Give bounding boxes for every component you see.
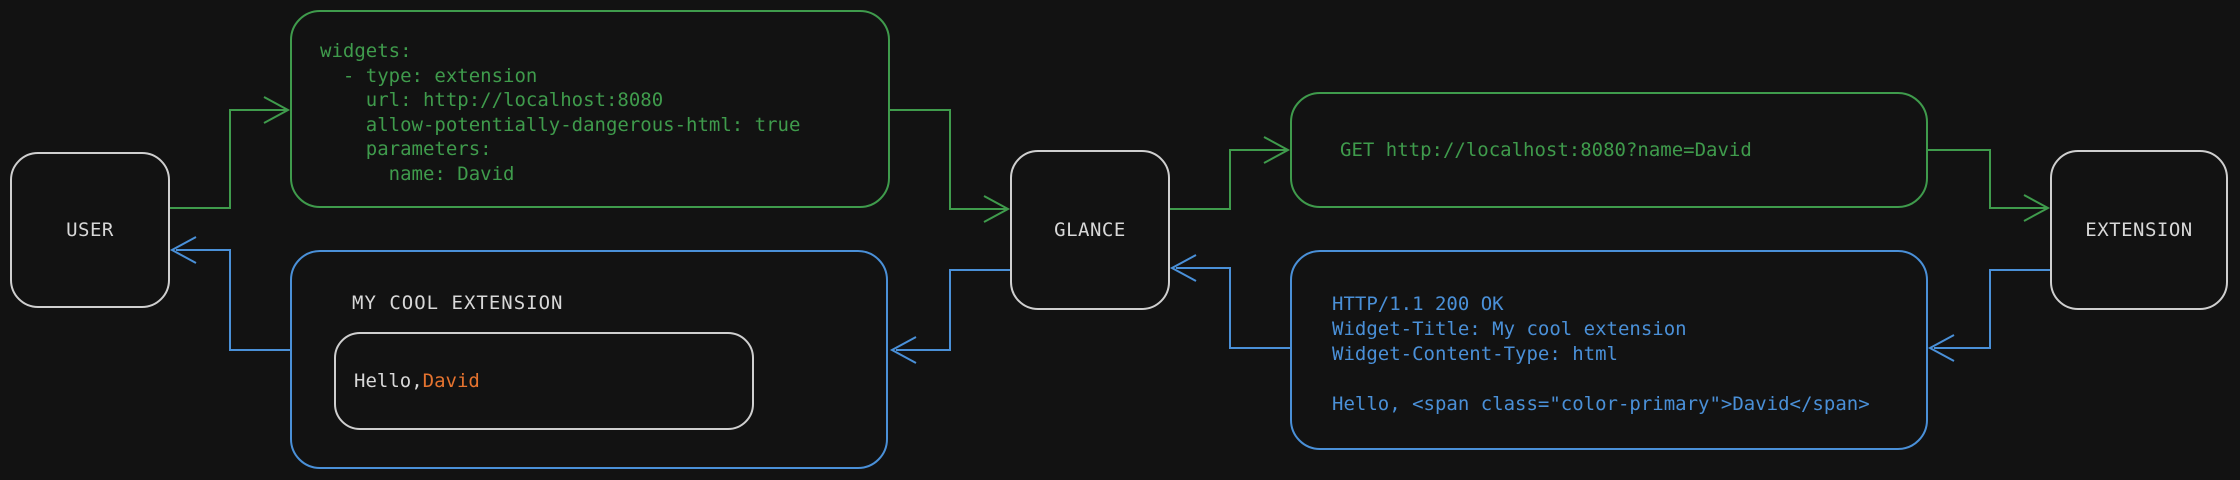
extension-node: EXTENSION [2050, 150, 2228, 310]
arrowhead-right-icon [263, 96, 291, 124]
user-node-label: USER [66, 219, 114, 241]
arrowhead-left-icon [169, 236, 197, 264]
http-request-line: GET http://localhost:8080?name=David [1340, 139, 1752, 161]
http-response-box: HTTP/1.1 200 OK Widget-Title: My cool ex… [1290, 250, 1928, 450]
widget-title: MY COOL EXTENSION [352, 292, 564, 314]
arrowhead-left-icon [1169, 254, 1197, 282]
http-request-box: GET http://localhost:8080?name=David [1290, 92, 1928, 208]
yaml-config-code: widgets: - type: extension url: http://l… [320, 40, 801, 185]
arrowhead-right-icon [2023, 194, 2051, 222]
widget-to-user-connector [169, 236, 290, 351]
arrowhead-left-icon [1927, 334, 1955, 362]
glance-node-label: GLANCE [1054, 219, 1126, 241]
glance-node: GLANCE [1010, 150, 1170, 310]
arrowhead-right-icon [983, 195, 1011, 223]
glance-to-widget-connector [889, 269, 1010, 364]
extension-to-response-connector [1927, 269, 2050, 362]
user-node: USER [10, 152, 170, 308]
arrowhead-right-icon [1263, 136, 1291, 164]
response-to-glance-connector [1169, 254, 1290, 349]
widget-render-box: MY COOL EXTENSION Hello, David [290, 250, 888, 469]
request-to-extension-connector [1928, 149, 2051, 222]
greeting-prefix: Hello, [354, 370, 423, 392]
greeting-name: David [422, 370, 480, 392]
http-response-code: HTTP/1.1 200 OK Widget-Title: My cool ex… [1332, 293, 1870, 415]
user-to-config-connector [170, 96, 291, 209]
glance-to-request-connector [1170, 136, 1291, 210]
extension-node-label: EXTENSION [2085, 219, 2193, 241]
widget-preview-box: Hello, David [334, 332, 754, 430]
yaml-config-box: widgets: - type: extension url: http://l… [290, 10, 890, 208]
config-to-glance-connector [890, 109, 1011, 223]
arrowhead-left-icon [889, 336, 917, 364]
